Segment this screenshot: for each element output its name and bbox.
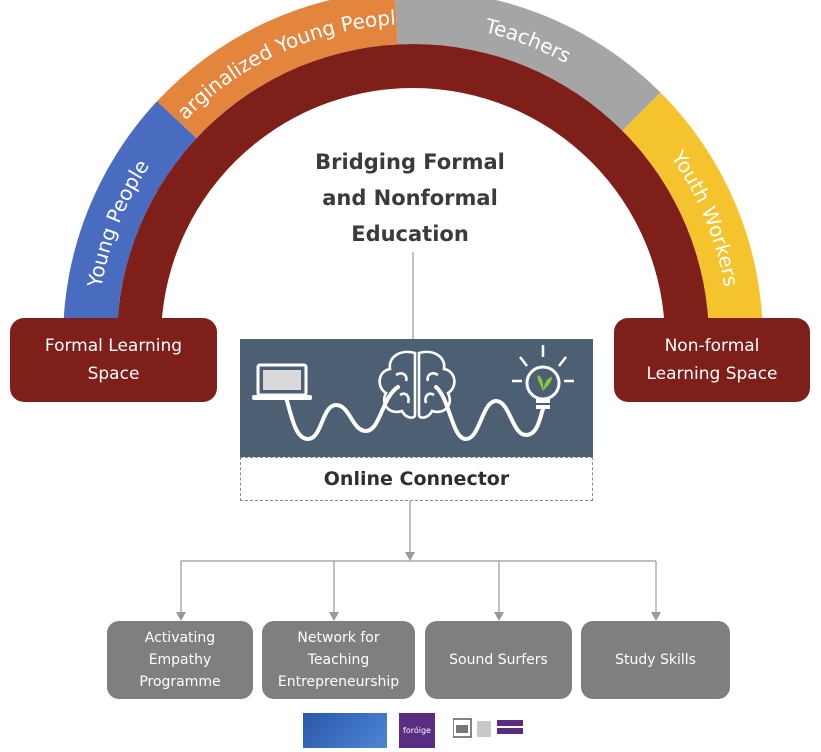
programme-label: Activating (144, 630, 216, 646)
brain-icon (378, 350, 456, 419)
branch-arrowhead (176, 612, 186, 621)
title-line: Education (351, 222, 469, 246)
school-of-education-logo (303, 713, 387, 748)
formal-learning-space-box: Formal Learning Space (10, 318, 217, 402)
space-label: Space (87, 364, 140, 384)
arc-segment (395, 0, 661, 131)
branch-arrowhead (329, 612, 339, 621)
programme-label: Programme (139, 674, 221, 690)
space-label: Formal Learning (44, 336, 183, 356)
arc-segments (63, 0, 763, 341)
space-label: Learning Space (646, 364, 778, 384)
branch-arrowhead (494, 612, 504, 621)
diagram-title: Bridging Formal and Nonformal Education (290, 144, 530, 252)
branch-arrowhead (651, 612, 661, 621)
programme-label: Entrepreneurship (277, 674, 400, 690)
online-connector-label: Online Connector (240, 457, 593, 501)
lightbulb-icon (512, 345, 574, 409)
inner-arch-band (117, 44, 709, 340)
unesco-logo (453, 718, 523, 738)
programme-label: Teaching (307, 652, 370, 668)
arc-segment (63, 101, 197, 341)
programme-label: Network for (297, 630, 380, 646)
cable-line (284, 385, 545, 442)
online-connector-panel (240, 339, 593, 457)
non-formal-learning-space-box: Non-formal Learning Space (614, 318, 810, 402)
title-line: Bridging Formal (315, 150, 505, 174)
programme-label: Sound Surfers (449, 652, 548, 668)
programme-box-study-skills: Study Skills (581, 621, 730, 699)
programme-label: Empathy (148, 652, 212, 668)
foroige-logo: foróige (399, 713, 435, 748)
arc-segment (622, 92, 763, 340)
programme-box-activating-empathy: Activating Empathy Programme (107, 621, 253, 699)
programme-box-sound-surfers: Sound Surfers (425, 621, 572, 699)
arc-segment (157, 0, 398, 139)
programme-label: Study Skills (615, 652, 696, 668)
title-line: and Nonformal (322, 186, 498, 210)
branch-lines (176, 561, 661, 621)
laptop-icon (252, 363, 312, 400)
connector-arrowhead (405, 552, 415, 561)
space-label: Non-formal (664, 336, 760, 356)
connector-illustration (252, 345, 574, 442)
programme-box-network-teaching: Network for Teaching Entrepreneurship (262, 621, 415, 699)
